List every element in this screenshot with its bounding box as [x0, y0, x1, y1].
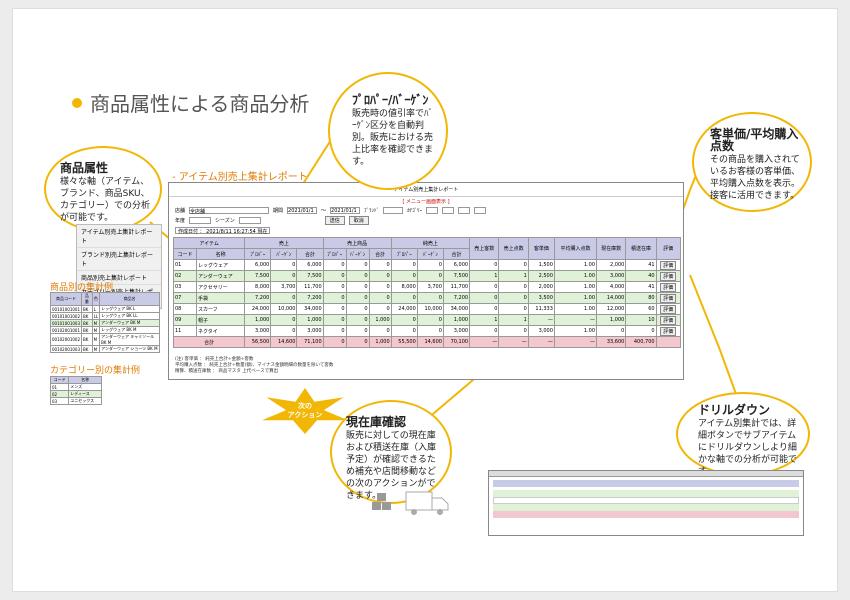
page-title: 商品属性による商品分析: [72, 88, 309, 117]
menu-item[interactable]: アイテム別売上集計レポート: [77, 225, 161, 248]
category-input-4[interactable]: [474, 207, 487, 214]
eval-button[interactable]: 評価: [660, 326, 677, 336]
report-window: アイテム別売上集計レポート [ メニュー画面表示 ] 店舗 全店舗 期間 202…: [168, 182, 684, 380]
search-button[interactable]: 送信: [324, 216, 345, 225]
menu-link[interactable]: [ メニュー画面表示 ]: [402, 199, 450, 205]
category-input-1[interactable]: [426, 207, 439, 214]
product-example-label: 商品別の集計例: [50, 283, 114, 293]
period-to-input[interactable]: 2021/01/1: [330, 207, 361, 214]
report-notes: (注) 客単価 ： 純売上合計÷金額÷客数 平均購入点数 ： 純売上合計÷数量(…: [175, 357, 334, 374]
callout-drilldown: ドリルダウン アイテム別集計では、詳細ボタンでサブアイテムにドリルダウンしより細…: [676, 392, 810, 477]
period-from-input[interactable]: 2021/01/1: [287, 207, 318, 214]
created-date: 作成日付 ： 2021/8/11 16:27:54 現在: [169, 226, 683, 235]
report-table: アイテム 売上 売上商品 純売上 売上客数 売上点数 客単価 平均購入点数 現在…: [172, 237, 682, 348]
callout-unit-price: 客単価/平均購入点数 その商品を購入されているお客様の客単価、平均購入点数を表示…: [692, 112, 812, 212]
store-select[interactable]: 全店舗: [189, 207, 270, 215]
year-select[interactable]: [189, 217, 212, 224]
report-section-label: - アイテム別売上集計レポート: [172, 172, 308, 183]
category-input-2[interactable]: [442, 207, 455, 214]
menu-item[interactable]: ブランド別売上集計レポート: [77, 248, 161, 271]
bullet-dot-icon: [72, 97, 82, 108]
category-example-label: カテゴリー別の集計例: [50, 366, 141, 376]
eval-button[interactable]: 評価: [660, 260, 677, 270]
report-title: アイテム別売上集計レポート: [169, 183, 683, 197]
menu-item[interactable]: 商品別売上集計レポート: [77, 271, 161, 285]
drilldown-screenshot: [488, 470, 804, 536]
callout-product-attribute: 商品属性 様々な軸（アイテム、ブランド、商品SKU、カテゴリー）での分析が可能で…: [44, 146, 162, 232]
eval-button[interactable]: 評価: [660, 282, 677, 292]
eval-button[interactable]: 評価: [660, 271, 677, 281]
callout-proper-bargain: ﾌﾟﾛﾊﾟｰ/ﾊﾞｰｹﾞﾝ 販売時の値引率でﾊﾞｰｹﾞﾝ区分を自動判別。販売にお…: [328, 72, 448, 190]
truck-icon: [372, 491, 449, 515]
eval-button[interactable]: 評価: [660, 293, 677, 303]
filter-row: 店舗 全店舗 期間 2021/01/1 ～ 2021/01/1 ﾌﾞﾗﾝﾄﾞ ｶ…: [169, 206, 683, 215]
callout-stock-check: 現在庫確認 販売に対しての現在庫および積送在庫（入庫予定）が確認できるため補充や…: [330, 400, 452, 504]
eval-button[interactable]: 評価: [660, 304, 677, 314]
eval-button[interactable]: 評価: [660, 315, 677, 325]
brand-input[interactable]: [383, 207, 404, 214]
filter-row-2: 年度 シーズン 送信 取消: [169, 215, 683, 226]
clear-button[interactable]: 取消: [348, 216, 369, 225]
category-input-3[interactable]: [458, 207, 471, 214]
season-select[interactable]: [238, 217, 261, 224]
